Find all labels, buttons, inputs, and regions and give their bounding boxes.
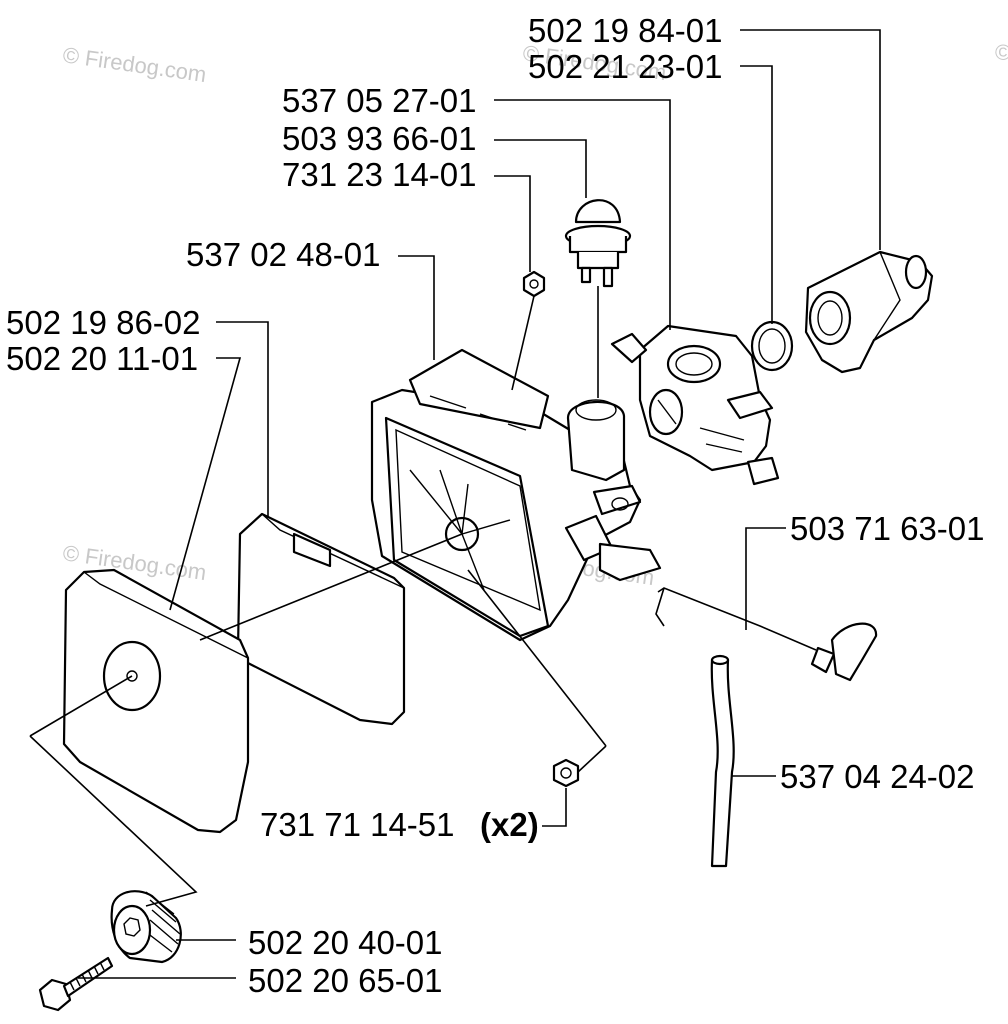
leader-lines <box>29 29 881 979</box>
label-731-23-14-01[interactable]: 731 23 14-01 <box>282 156 477 193</box>
choke-rod-part[interactable] <box>655 587 878 682</box>
label-502-19-84-01[interactable]: 502 19 84-01 <box>528 12 723 49</box>
label-537-04-24-02[interactable]: 537 04 24-02 <box>780 758 975 795</box>
fuel-hose-part[interactable] <box>710 654 735 868</box>
air-filter-cover-part[interactable] <box>62 568 250 834</box>
nut-lower-part[interactable] <box>552 758 580 788</box>
nut-upper-part[interactable] <box>522 270 546 298</box>
label-502-20-11-01[interactable]: 502 20 11-01 <box>6 340 198 377</box>
label-502-19-86-02[interactable]: 502 19 86-02 <box>6 304 201 341</box>
label-503-71-63-01[interactable]: 503 71 63-01 <box>790 510 985 547</box>
air-filter-housing-part[interactable] <box>370 348 662 642</box>
label-502-21-23-01[interactable]: 502 21 23-01 <box>528 48 723 85</box>
primer-bulb-part[interactable] <box>564 199 632 288</box>
bolt-part[interactable] <box>38 956 114 1012</box>
intake-manifold-part[interactable] <box>804 250 934 374</box>
carburetor-part[interactable] <box>610 324 780 486</box>
label-503-93-66-01[interactable]: 503 93 66-01 <box>282 120 477 157</box>
watermark-top-left: © Firedog.com <box>61 42 208 87</box>
label-quantity-x2: (x2) <box>480 806 539 843</box>
label-731-71-14-51[interactable]: 731 71 14-51 <box>260 806 455 843</box>
label-537-02-48-01[interactable]: 537 02 48-01 <box>186 236 381 273</box>
label-502-20-65-01[interactable]: 502 20 65-01 <box>248 962 443 999</box>
knob-part[interactable] <box>110 890 182 964</box>
gasket-ring-part[interactable] <box>750 320 794 372</box>
label-502-20-40-01[interactable]: 502 20 40-01 <box>248 924 443 961</box>
watermark-edge: © Firedog.com <box>995 40 1008 65</box>
label-537-05-27-01[interactable]: 537 05 27-01 <box>282 82 477 119</box>
